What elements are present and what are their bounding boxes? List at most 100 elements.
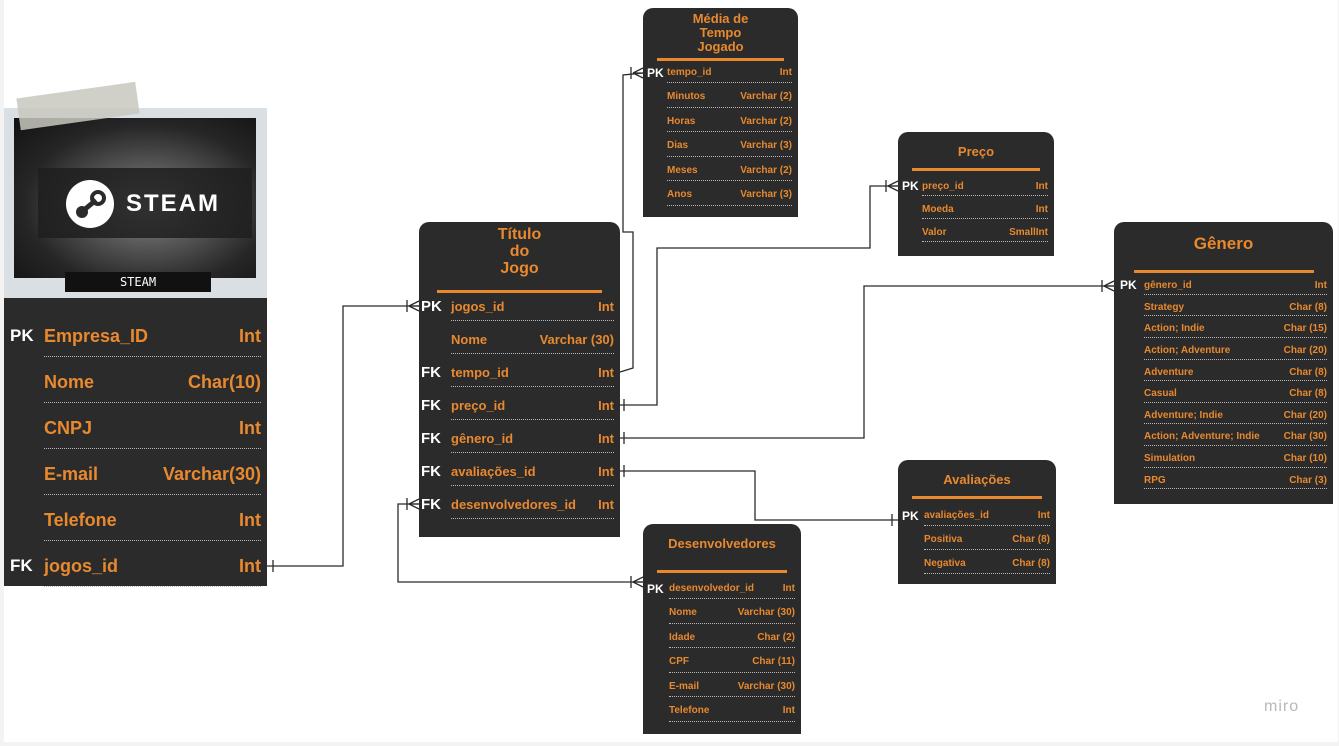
row-separator xyxy=(44,448,261,449)
primary-key-label: PK xyxy=(10,326,34,345)
field-type: Varchar (2) xyxy=(740,164,792,176)
primary-key-label: PK xyxy=(421,297,442,315)
row-separator xyxy=(1144,315,1327,317)
table-title-line: Desenvolvedores xyxy=(668,536,776,551)
row-separator xyxy=(922,217,1048,219)
row-separator xyxy=(669,647,795,649)
field-name: RPG xyxy=(1144,474,1166,486)
field-type: Char (10) xyxy=(1283,453,1327,464)
field-type: Int xyxy=(598,298,614,314)
table-row[interactable]: Meses Varchar (2) xyxy=(643,159,792,184)
foreign-key-label: FK xyxy=(10,556,33,575)
field-name: desenvolvedor_id xyxy=(669,582,755,594)
field-name: Casual xyxy=(1144,388,1177,400)
field-type: Int xyxy=(598,397,614,413)
field-name: Meses xyxy=(667,164,698,176)
field-type: Int xyxy=(782,705,795,717)
field-name: Empresa_ID xyxy=(44,326,149,346)
row-separator xyxy=(1144,488,1327,490)
row-separator xyxy=(667,155,792,157)
miro-watermark: miro xyxy=(1264,698,1300,715)
primary-key-label: PK xyxy=(1120,278,1137,293)
row-separator xyxy=(44,540,261,541)
field-name: preço_id xyxy=(451,397,506,413)
title-underline xyxy=(657,58,784,61)
field-type: Int xyxy=(239,510,261,530)
field-type: Char (11) xyxy=(752,656,795,668)
table-row[interactable]: FK jogos_id Int xyxy=(4,543,261,589)
row-separator xyxy=(924,549,1050,550)
row-separator xyxy=(1144,466,1327,468)
field-name: Adventure xyxy=(1144,366,1194,378)
field-type: Int xyxy=(779,66,792,78)
row-separator xyxy=(667,180,792,182)
field-name: Adventure; Indie xyxy=(1144,409,1223,421)
row-separator xyxy=(451,484,614,486)
row-separator xyxy=(451,385,614,387)
table-title-line: Tempo xyxy=(699,25,742,40)
field-name: Simulation xyxy=(1144,453,1196,464)
row-separator xyxy=(1144,401,1327,403)
field-type: Int xyxy=(1035,180,1048,192)
table-title-line: Preço xyxy=(957,144,995,159)
field-type: Varchar (30) xyxy=(737,607,795,619)
field-type: Char (2) xyxy=(757,631,795,643)
field-name: CPF xyxy=(669,656,689,668)
steam-logo-icon xyxy=(66,180,114,228)
table-row[interactable]: CPF Char (11) xyxy=(643,650,795,675)
field-type: Int xyxy=(239,556,261,576)
foreign-key-label: FK xyxy=(421,462,441,480)
row-separator xyxy=(1144,444,1327,446)
primary-key-label: PK xyxy=(647,65,664,80)
foreign-key-label: FK xyxy=(421,495,441,513)
table-row[interactable]: Simulation Char (10) xyxy=(1114,448,1327,470)
foreign-key-label: FK xyxy=(421,363,441,381)
field-name: Strategy xyxy=(1144,301,1185,313)
field-name: jogos_id xyxy=(44,556,119,576)
